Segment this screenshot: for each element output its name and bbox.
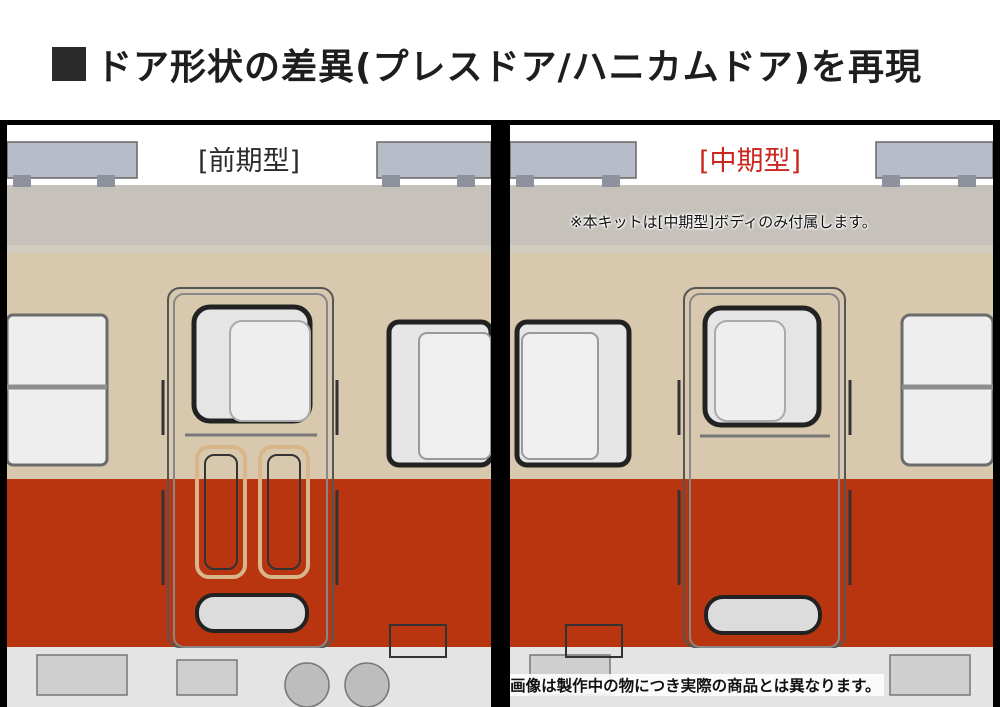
honeycomb-door — [677, 287, 852, 648]
image-disclaimer-note: ※画像は製作中の物につき実際の商品とは異なります。 — [510, 674, 884, 696]
kit-contents-note: ※本キットは[中期型]ボディのみ付属します。 — [570, 213, 877, 231]
roof-ventilator-icon — [510, 141, 637, 187]
passenger-window-left — [7, 313, 109, 467]
page-title-text: ドア形状の差異(プレスドア/ハニカムドア)を再現 — [96, 47, 923, 88]
underfloor-equipment — [36, 654, 390, 707]
variant-label-mid: [中期型] — [698, 146, 802, 177]
page-title: ドア形状の差異(プレスドア/ハニカムドア)を再現 — [52, 34, 922, 94]
passenger-window-left — [514, 319, 632, 468]
passenger-window-right — [386, 319, 491, 468]
roof-ventilator-icon — [7, 141, 138, 187]
passenger-window-right — [900, 313, 993, 467]
roof-band — [510, 185, 993, 253]
black-square-icon — [52, 47, 86, 81]
panel-early-type: [前期型] — [7, 125, 491, 707]
panel-mid-type: [中期型] ※本キットは[中期型]ボディのみ付属します。 ※画像は製作中の物につ… — [510, 125, 993, 707]
roof-ventilator-icon — [376, 141, 491, 187]
body-hatch — [565, 624, 623, 658]
railcar-body-mid — [510, 141, 993, 707]
variant-label-early: [前期型] — [197, 146, 301, 177]
press-door — [161, 287, 339, 648]
body-hatch — [389, 624, 447, 658]
title-bar: ドア形状の差異(プレスドア/ハニカムドア)を再現 — [0, 0, 1000, 120]
roof-ventilator-icon — [875, 141, 993, 187]
roof-band — [7, 185, 491, 253]
railcar-body-early — [7, 141, 491, 707]
